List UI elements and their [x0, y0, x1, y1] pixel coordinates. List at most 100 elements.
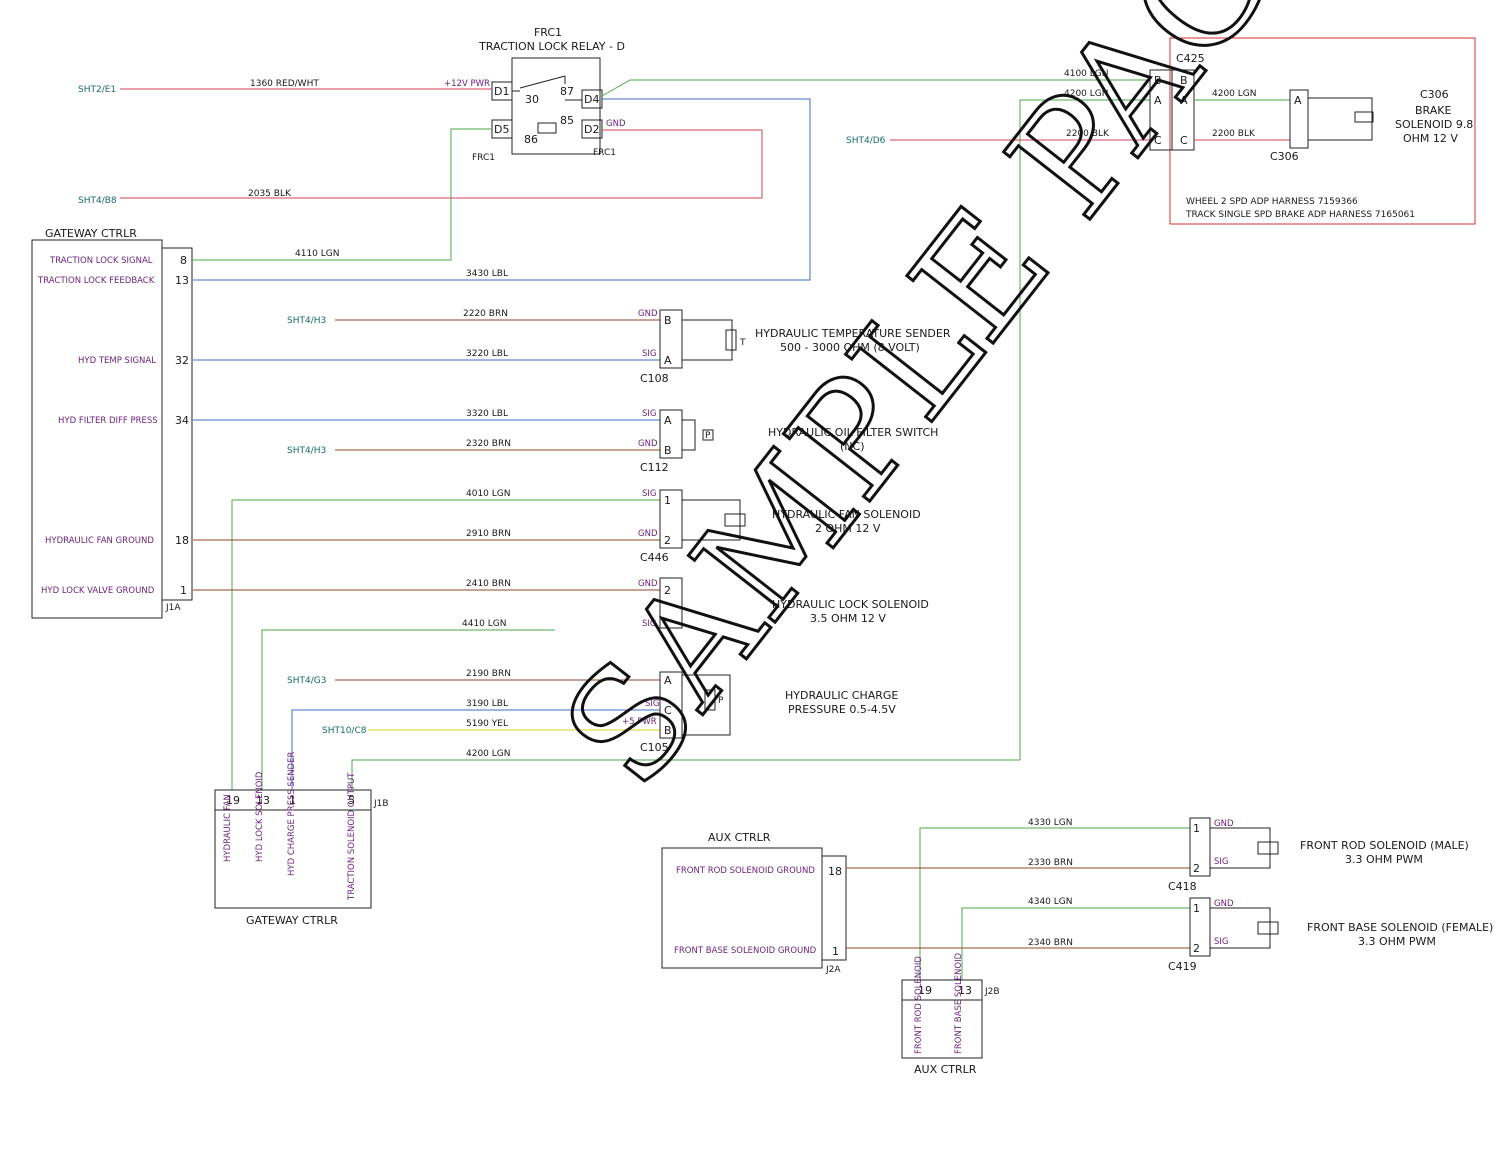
wire-label: 5190 YEL — [466, 719, 508, 729]
gateway-pin: 32 — [175, 354, 189, 367]
relay-title: TRACTION LOCK RELAY - D — [478, 40, 625, 53]
relay-ref: FRC1 — [534, 26, 562, 39]
gateway-pin: 8 — [180, 254, 187, 267]
component-spec: 500 - 3000 OHM (8 VOLT) — [780, 341, 920, 354]
component-spec: 2 OHM 12 V — [815, 522, 881, 535]
gateway-pin: 34 — [175, 414, 189, 427]
switch-symbol: P — [705, 431, 711, 441]
component-name: HYDRAULIC LOCK SOLENOID — [772, 598, 929, 611]
component-name: HYDRAULIC CHARGE — [785, 689, 898, 702]
component-name: HYDRAULIC FAN SOLENOID — [772, 508, 921, 521]
component-ref: C108 — [640, 372, 669, 385]
connector-j2b: J2B — [984, 987, 1000, 997]
svg-text:FRONT ROD SOLENOID (MALE): FRONT ROD SOLENOID (MALE) — [1300, 839, 1469, 852]
harness-label: TRACK SINGLE SPD BRAKE ADP HARNESS 71650… — [1185, 210, 1415, 220]
wire-label: 4100 LGN — [1064, 69, 1109, 79]
svg-text:SIG: SIG — [642, 489, 657, 499]
gateway-signal: HYD FILTER DIFF PRESS — [58, 416, 158, 426]
sensor-symbol: T — [739, 338, 746, 348]
wire-label: 2200 BLK — [1212, 129, 1256, 139]
svg-text:+5 PWR: +5 PWR — [622, 717, 657, 727]
component-spec: 3.5 OHM 12 V — [810, 612, 886, 625]
gateway-pin: 18 — [175, 534, 189, 547]
svg-text:A: A — [664, 354, 672, 367]
svg-text:B: B — [1154, 74, 1162, 87]
wire-label: 4200 LGN — [1064, 89, 1109, 99]
gateway-signal: TRACTION LOCK SIGNAL — [49, 256, 153, 266]
brake-spec1: SOLENOID 9.8 — [1395, 118, 1473, 131]
gateway-connector: J1A — [165, 603, 181, 613]
svg-text:3.3 OHM PWM: 3.3 OHM PWM — [1345, 853, 1423, 866]
sheet-ref: SHT10/C8 — [322, 726, 367, 736]
harness-label: WHEEL 2 SPD ADP HARNESS 7159366 — [1186, 197, 1358, 207]
wire-label: 1360 RED/WHT — [250, 79, 319, 89]
svg-text:B: B — [1180, 74, 1188, 87]
svg-text:C: C — [664, 704, 672, 717]
sensor-wires: SHT4/H3 2220 BRN 3220 LBL 3320 LBL SHT4/… — [193, 89, 1150, 790]
connector-j2a: J2A — [825, 965, 841, 975]
gateway-bottom-title: GATEWAY CTRLR — [246, 914, 338, 927]
wire-label: 2190 BRN — [466, 669, 511, 679]
svg-text:1: 1 — [664, 494, 671, 507]
relay-label-right: FRC1 — [593, 148, 616, 158]
sheet-ref: SHT4/H3 — [287, 446, 326, 456]
svg-text:C: C — [1180, 134, 1188, 147]
component-spec: PRESSURE 0.5-4.5V — [788, 703, 896, 716]
svg-text:A: A — [1154, 94, 1162, 107]
wire-label: 2200 BLK — [1066, 129, 1110, 139]
svg-text:FRONT BASE SOLENOID GROUND: FRONT BASE SOLENOID GROUND — [674, 946, 817, 956]
svg-text:5: 5 — [348, 794, 355, 807]
gateway-signal: HYDRAULIC FAN GROUND — [45, 536, 154, 546]
wire-label: 4110 LGN — [295, 249, 340, 259]
watermark: SAMPLE PAGE — [531, 0, 1374, 817]
c306-ref-b: C306 — [1270, 150, 1299, 163]
svg-text:2: 2 — [1193, 862, 1200, 875]
sheet-ref: SHT4/G3 — [287, 676, 326, 686]
component-c418: 1 2 GND SIG C418 FRONT ROD SOLENOID (MAL… — [1168, 817, 1469, 893]
wire-label: 4410 LGN — [462, 619, 507, 629]
svg-text:SIG: SIG — [642, 349, 657, 359]
component-c108: B A GND SIG T C108 HYDRAULIC TEMPERATURE… — [638, 309, 951, 385]
relay-pin-d5: D5 — [494, 123, 509, 136]
svg-text:18: 18 — [828, 865, 842, 878]
svg-text:A: A — [1294, 94, 1302, 107]
wire-label: 4200 LGN — [466, 749, 511, 759]
svg-text:2: 2 — [1193, 942, 1200, 955]
svg-text:GND: GND — [638, 529, 658, 539]
relay-label-left: FRC1 — [472, 153, 495, 163]
svg-text:TRACTION SOLENOID OUTPUT: TRACTION SOLENOID OUTPUT — [347, 772, 357, 901]
wire-label: 4330 LGN — [1028, 818, 1073, 828]
relay-wires: SHT2/E1 1360 RED/WHT SHT4/B8 2035 BLK 41… — [78, 69, 1150, 281]
svg-text:C: C — [1154, 134, 1162, 147]
svg-text:19: 19 — [918, 984, 932, 997]
svg-text:13: 13 — [256, 794, 270, 807]
wire-label: 4200 LGN — [1212, 89, 1257, 99]
wire-label: 4010 LGN — [466, 489, 511, 499]
svg-text:B: B — [664, 314, 672, 327]
wire-label: 2035 BLK — [248, 189, 292, 199]
svg-text:FRONT ROD SOLENOID: FRONT ROD SOLENOID — [914, 956, 924, 1054]
component-ref: C446 — [640, 551, 669, 564]
relay-pin-d4: D4 — [584, 93, 599, 106]
wire-label: 4340 LGN — [1028, 897, 1073, 907]
gateway-title: GATEWAY CTRLR — [45, 227, 137, 240]
svg-text:FRONT BASE SOLENOID: FRONT BASE SOLENOID — [954, 952, 964, 1054]
component-c419: 1 2 GND SIG C419 FRONT BASE SOLENOID (FE… — [1168, 897, 1493, 973]
component-spec: (NC) — [840, 440, 865, 453]
svg-text:3.3 OHM PWM: 3.3 OHM PWM — [1358, 935, 1436, 948]
svg-text:19: 19 — [226, 794, 240, 807]
relay-coil — [537, 122, 557, 134]
svg-text:HYD LOCK SOLENOID: HYD LOCK SOLENOID — [255, 771, 265, 862]
svg-text:FRONT BASE SOLENOID (FEMALE): FRONT BASE SOLENOID (FEMALE) — [1307, 921, 1493, 934]
wire-label: 3320 LBL — [466, 409, 508, 419]
wire-label: 2320 BRN — [466, 439, 511, 449]
relay-pwr-label: +12V PWR — [444, 79, 490, 89]
svg-text:GND: GND — [638, 439, 658, 449]
svg-text:C418: C418 — [1168, 880, 1197, 893]
gateway-controller-bottom: 19 13 1 5 J1B HYDRAULIC FAN HYD LOCK SOL… — [214, 752, 389, 927]
svg-text:SIG: SIG — [1214, 937, 1229, 947]
sheet-ref: SHT4/D6 — [846, 136, 886, 146]
sheet-ref: SHT4/H3 — [287, 316, 326, 326]
brake-harness: C425 B A C B A C 4200 LGN 2200 BLK A C30… — [1149, 37, 1476, 225]
gateway-pin: 1 — [180, 584, 187, 597]
